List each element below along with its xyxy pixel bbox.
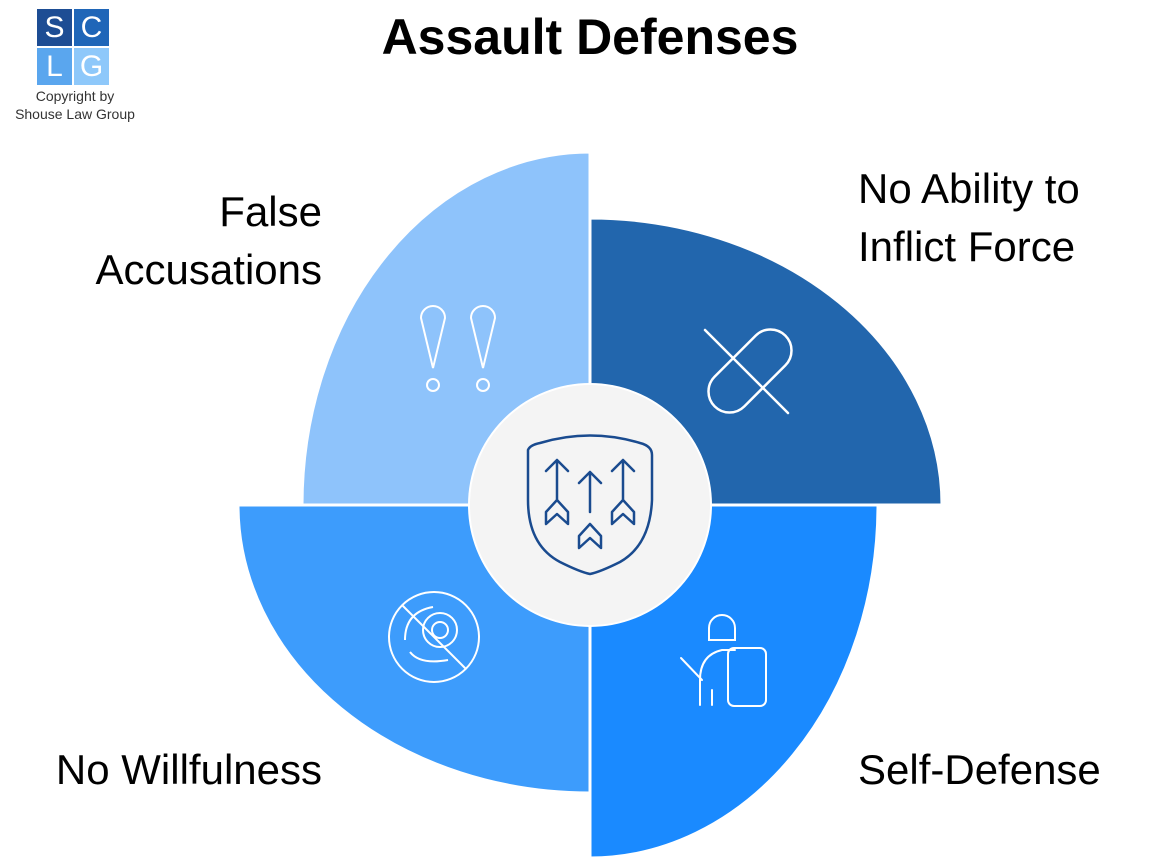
copyright-line: Copyright by [35, 88, 115, 104]
logo-letter: S [37, 9, 72, 46]
label-no-willfulness: No Willfulness [55, 746, 322, 793]
copyright-text: Copyright by Shouse Law Group [0, 87, 150, 123]
label-false-accusations: False Accusations [96, 183, 322, 299]
no-target-icon [388, 591, 480, 683]
logo-letter: G [74, 48, 109, 85]
label-line: False [219, 188, 322, 235]
shield-arrows-icon [526, 434, 654, 576]
exclamation-marks-icon [419, 305, 497, 392]
logo-letter: C [74, 9, 109, 46]
riot-shield-person-icon [680, 614, 767, 707]
label-self-defense: Self-Defense [858, 746, 1101, 793]
copyright-line: Shouse Law Group [15, 106, 135, 122]
label-line: Inflict Force [858, 223, 1076, 270]
label-line: No Ability to [858, 165, 1080, 212]
logo: S C L G [37, 9, 109, 85]
label-no-ability: No Ability to Inflict Force [858, 160, 1080, 276]
no-pill-icon [703, 328, 793, 415]
label-line: Accusations [95, 246, 322, 293]
page-title: Assault Defenses [381, 9, 799, 65]
logo-letter: L [37, 48, 72, 85]
